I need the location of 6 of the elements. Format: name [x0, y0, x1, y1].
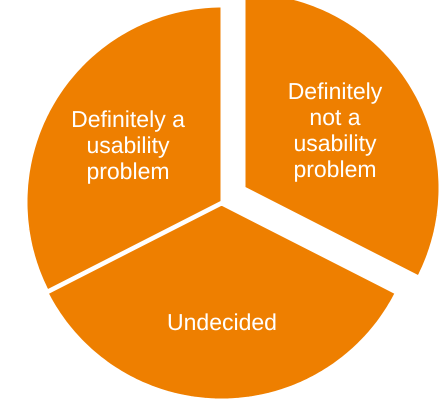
segment-label: Definitely a usability problem: [70, 106, 186, 184]
pie-segment: [244, 0, 440, 277]
segment-label: Definitely not a usability problem: [286, 78, 384, 182]
segment-label: Undecided: [166, 309, 278, 335]
pie-segment: [26, 6, 222, 291]
pie-segment: [47, 204, 397, 400]
